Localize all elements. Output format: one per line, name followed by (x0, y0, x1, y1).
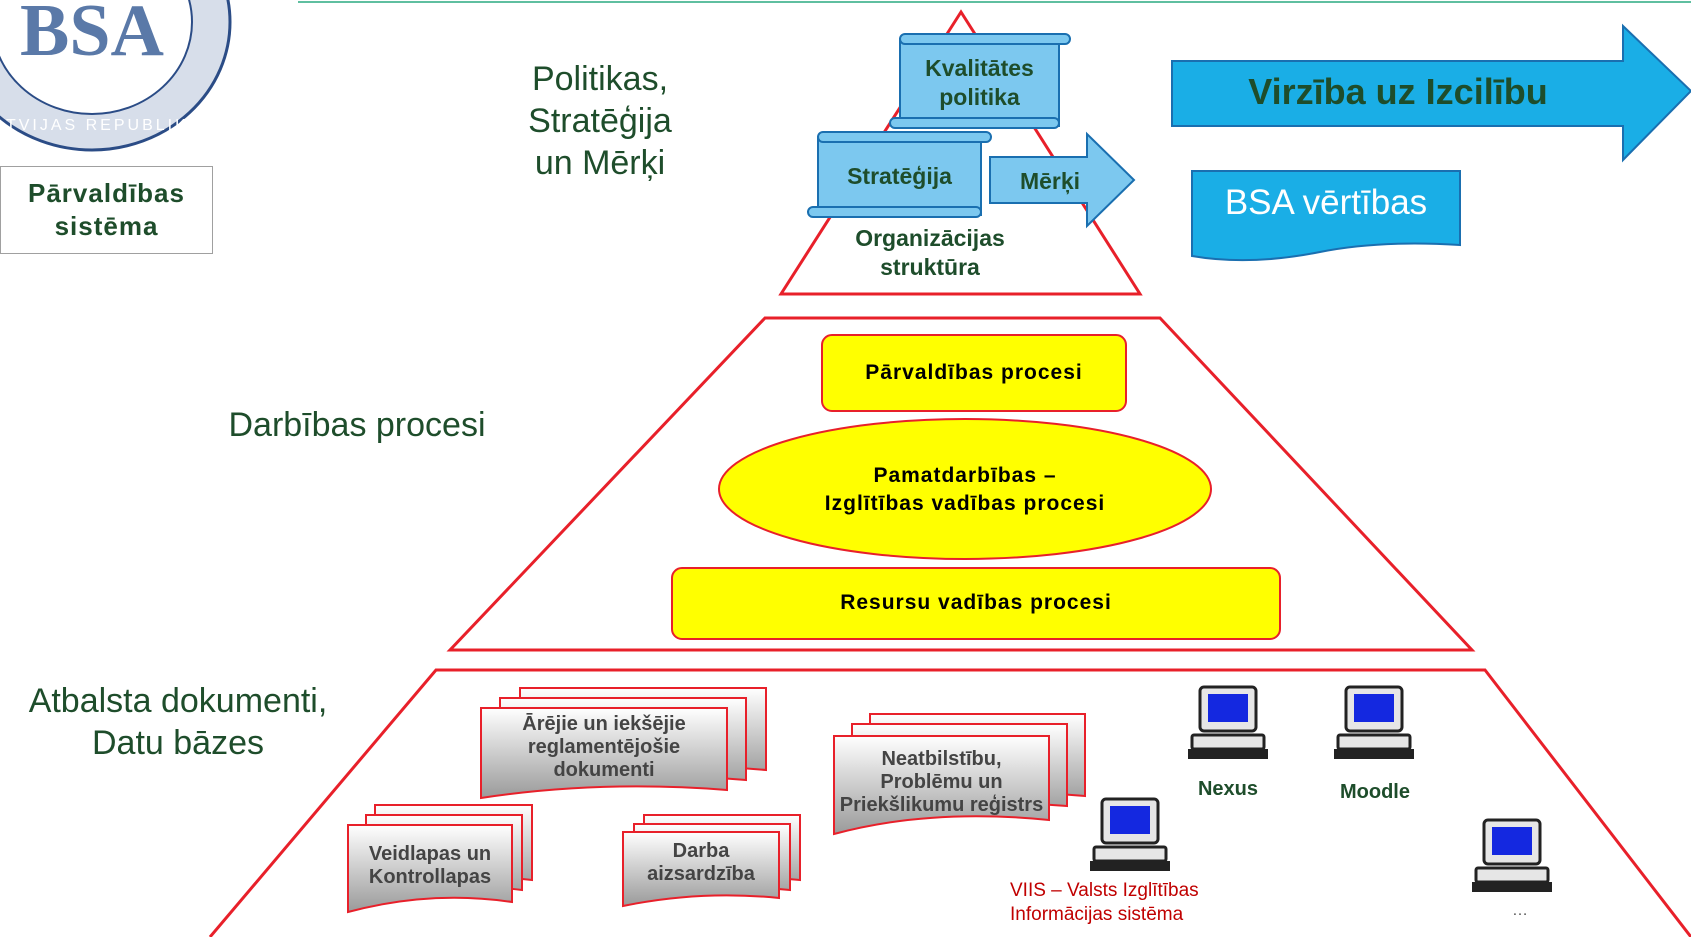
strategy-label: Stratēģija (847, 163, 952, 189)
goals-arrow-shape (989, 131, 1136, 229)
nexus-label: Nexus (1197, 778, 1259, 800)
quality-policy-scroll (889, 33, 1071, 129)
support-heading: Atbalsta dokumenti, Datu bāzes (28, 682, 328, 762)
organization-label: Organizācijas struktūra (855, 225, 1005, 280)
processes-heading: Darbības procesi (228, 406, 486, 444)
logo-ring-text: LATVIJAS REPUBLIKA (0, 117, 202, 134)
document-stack-forms (347, 804, 533, 914)
management-processes-label: Pārvaldības procesi (865, 361, 1083, 384)
resource-processes-label: Resursu vadības procesi (840, 591, 1112, 614)
computer-icon-viis (1090, 797, 1170, 880)
resource-processes-box (671, 567, 1281, 640)
bsa-seal-icon: BSA LATVIJAS REPUBLIKA (0, 0, 232, 152)
pyramid-bottom-tier (208, 668, 1691, 937)
computer-icon-nexus (1188, 685, 1268, 768)
viis-label: VIIS – Valsts Izglītības Informācijas si… (1010, 880, 1199, 925)
quality-policy-label: Kvalitātes politika (925, 55, 1034, 110)
computer-icon-other (1472, 818, 1552, 901)
direction-arrow-shape (1171, 23, 1691, 163)
goals-label: Mērķi (1019, 168, 1081, 194)
management-processes-box (821, 334, 1127, 412)
document-safety-label: Darba aizsardzība (647, 840, 755, 885)
other-systems-ellipsis: … (1512, 902, 1528, 919)
moodle-label: Moodle (1340, 781, 1410, 803)
computer-icon-moodle (1334, 685, 1414, 768)
direction-arrow-label: Virzība uz Izcilību (1248, 71, 1548, 112)
document-stack-registry (833, 713, 1086, 836)
document-stack-safety (622, 814, 801, 908)
core-processes-label: Pamatdarbības – Izglītības vadības proce… (824, 464, 1106, 515)
logo-monogram: BSA (20, 0, 164, 72)
management-system-box: Pārvaldības sistēma (0, 166, 213, 254)
policy-heading: Politikas, Stratēģija un Mērķi (528, 60, 672, 182)
document-stack-regulations (480, 687, 767, 800)
management-system-label: Pārvaldības sistēma (28, 178, 185, 241)
values-label: BSA vērtības (1224, 183, 1428, 222)
strategy-scroll (807, 131, 992, 218)
core-processes-ellipse (718, 418, 1212, 560)
document-forms-label: Veidlapas un Kontrollapas (368, 843, 492, 888)
document-registry-label: Neatbilstību, Problēmu un Priekšlikumu r… (839, 748, 1044, 816)
values-box-shape (1191, 170, 1461, 262)
bsa-logo: BSA LATVIJAS REPUBLIKA (0, 0, 235, 154)
document-regulations-label: Ārējie un iekšējie reglamentējošie dokum… (522, 713, 686, 781)
